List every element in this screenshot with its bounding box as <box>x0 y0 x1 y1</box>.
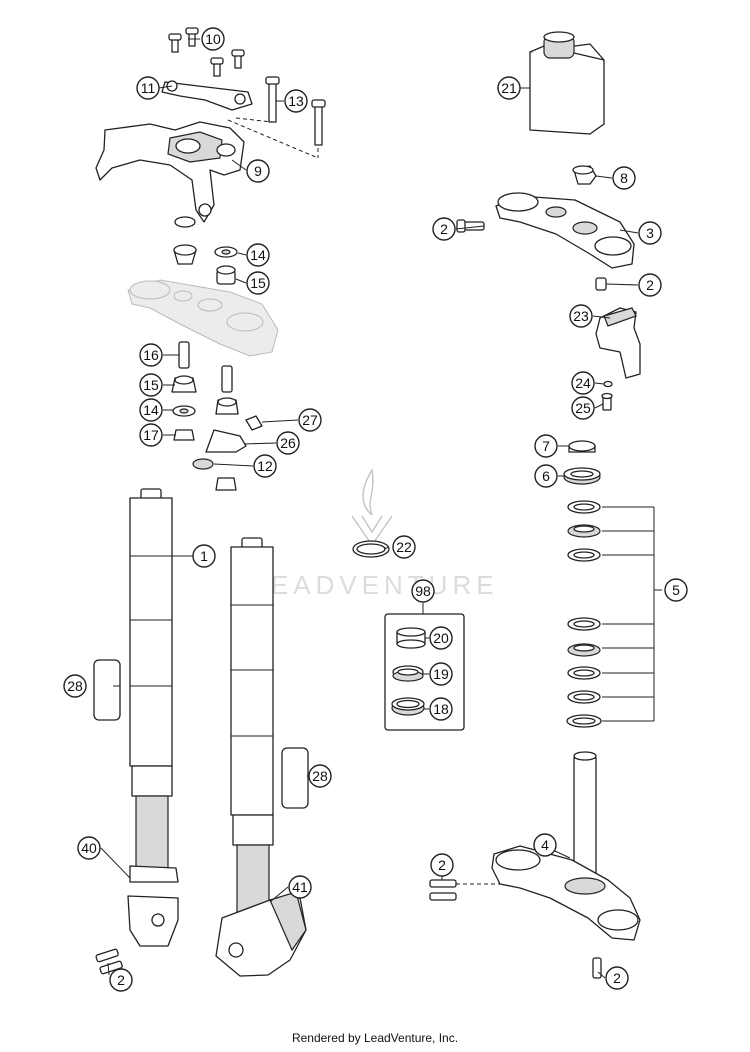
steering-stem-4 <box>429 751 641 979</box>
callout-6: 6 <box>534 464 558 488</box>
callout-2e: 2 <box>605 966 629 990</box>
leader-lines <box>100 38 639 979</box>
callout-40: 40 <box>77 836 101 860</box>
svg-text:2: 2 <box>613 970 621 986</box>
svg-text:1: 1 <box>200 548 208 564</box>
svg-text:98: 98 <box>415 583 431 599</box>
callout-16: 16 <box>139 343 163 367</box>
callout-19: 19 <box>429 662 453 686</box>
watermark-text: LEADVENTURE <box>251 570 498 600</box>
svg-text:9: 9 <box>254 163 262 179</box>
callout-17: 17 <box>139 423 163 447</box>
svg-text:12: 12 <box>257 458 273 474</box>
lower-left-bolts <box>95 948 123 975</box>
callout-22: 22 <box>392 535 416 559</box>
callout-13: 13 <box>284 89 308 113</box>
svg-text:2: 2 <box>646 277 654 293</box>
svg-text:11: 11 <box>141 80 156 96</box>
svg-text:7: 7 <box>542 438 550 454</box>
callout-5: 5 <box>664 578 688 602</box>
svg-text:17: 17 <box>143 427 159 443</box>
callout-21: 21 <box>497 76 521 100</box>
svg-text:20: 20 <box>433 630 449 646</box>
clamp-23-assembly <box>595 307 641 411</box>
callout-25: 25 <box>571 396 595 420</box>
svg-text:15: 15 <box>143 377 159 393</box>
callout-28a: 28 <box>63 674 87 698</box>
callout-27: 27 <box>298 408 322 432</box>
left-triple-clamp <box>127 279 279 357</box>
callout-18: 18 <box>429 697 453 721</box>
callout-23: 23 <box>569 304 593 328</box>
callout-15b: 15 <box>139 373 163 397</box>
fluid-container-21 <box>529 31 605 135</box>
callout-2b: 2 <box>638 273 662 297</box>
callout-41: 41 <box>288 875 312 899</box>
callout-1: 1 <box>192 544 216 568</box>
callout-15: 15 <box>246 271 270 295</box>
callout-11: 11 <box>136 76 160 100</box>
callout-14: 14 <box>246 243 270 267</box>
svg-text:18: 18 <box>433 701 449 717</box>
callout-9: 9 <box>246 159 270 183</box>
svg-text:8: 8 <box>620 170 628 186</box>
callout-2a: 2 <box>432 217 456 241</box>
left-spacers-upper <box>173 216 238 285</box>
callout-3: 3 <box>638 221 662 245</box>
callout-4: 4 <box>533 833 557 857</box>
svg-text:28: 28 <box>312 768 328 784</box>
callouts: 10 11 13 9 14 15 16 15 14 17 27 26 12 21… <box>63 27 688 992</box>
svg-text:14: 14 <box>250 247 266 263</box>
callout-26: 26 <box>276 431 300 455</box>
svg-text:10: 10 <box>205 31 221 47</box>
fork-guards <box>93 659 309 809</box>
svg-text:22: 22 <box>396 539 412 555</box>
svg-text:26: 26 <box>280 435 296 451</box>
callout-2c: 2 <box>109 968 133 992</box>
left-spacers-lower <box>171 341 263 491</box>
svg-text:6: 6 <box>542 468 550 484</box>
callout-12: 12 <box>253 454 277 478</box>
right-upper-triple-clamp <box>456 165 635 291</box>
svg-text:25: 25 <box>575 400 591 416</box>
svg-text:40: 40 <box>81 840 97 856</box>
callout-8: 8 <box>612 166 636 190</box>
callout-20: 20 <box>429 626 453 650</box>
svg-text:2: 2 <box>438 857 446 873</box>
oring-22 <box>352 540 390 558</box>
svg-text:3: 3 <box>646 225 654 241</box>
callout-98: 98 <box>411 579 435 603</box>
callout-10: 10 <box>201 27 225 51</box>
bearing-stack <box>563 440 662 728</box>
fork-leg-right <box>215 537 307 977</box>
callout-28b: 28 <box>308 764 332 788</box>
svg-text:14: 14 <box>143 402 159 418</box>
svg-text:5: 5 <box>672 582 680 598</box>
svg-text:21: 21 <box>501 80 517 96</box>
handlebar-clamp-assembly <box>95 27 326 223</box>
svg-text:13: 13 <box>288 93 304 109</box>
svg-text:4: 4 <box>541 837 549 853</box>
svg-text:19: 19 <box>433 666 449 682</box>
leadventure-watermark: LEADVENTURE <box>251 468 498 600</box>
svg-text:16: 16 <box>143 347 159 363</box>
callout-2d: 2 <box>430 853 454 877</box>
svg-text:2: 2 <box>117 972 125 988</box>
svg-text:2: 2 <box>440 221 448 237</box>
svg-text:41: 41 <box>292 879 308 895</box>
fork-leg-left <box>127 488 179 947</box>
callout-14b: 14 <box>139 398 163 422</box>
svg-text:28: 28 <box>67 678 83 694</box>
footer-credit: Rendered by LeadVenture, Inc. <box>292 1031 458 1045</box>
callout-7: 7 <box>534 434 558 458</box>
svg-text:15: 15 <box>250 275 266 291</box>
svg-text:23: 23 <box>573 308 589 324</box>
svg-text:24: 24 <box>575 375 591 391</box>
callout-24: 24 <box>571 371 595 395</box>
svg-text:27: 27 <box>302 412 318 428</box>
